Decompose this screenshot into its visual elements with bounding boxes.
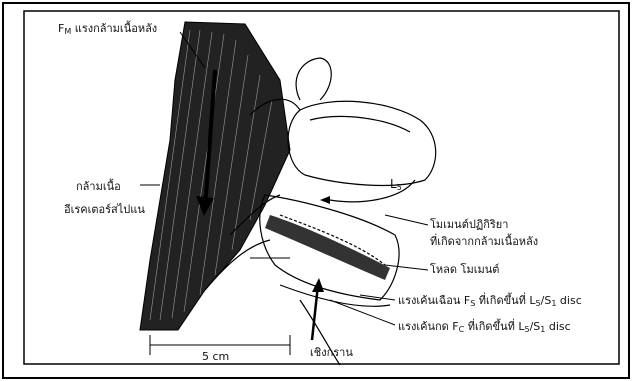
- erector-spinae-label-line1: กล้ามเนื้อ: [76, 180, 121, 193]
- l5-label: L5: [390, 178, 402, 194]
- erector-spinae-label-line2: อีเรคเตอร์สไปแน: [64, 203, 145, 216]
- distance-label: 5 cm: [202, 350, 229, 363]
- compression-force-label: แรงเค้นกด FC ที่เกิดขึ้นที่ L5/S1 disc: [398, 320, 571, 336]
- reaction-moment-label-line1: โมเมนต์ปฏิกิริยา: [430, 218, 508, 231]
- pelvis-label: เชิงกราน: [310, 346, 353, 359]
- shear-force-label: แรงเค้นเฉือน FS ที่เกิดขึ้นที่ L5/S1 dis…: [398, 294, 582, 310]
- load-moment-label: โหลด โมเมนต์: [430, 263, 499, 276]
- reaction-moment-label-line2: ที่เกิดจากกล้ามเนื้อหลัง: [430, 235, 538, 248]
- muscle-force-label: FM แรงกล้ามเนื้อหลัง: [58, 22, 157, 38]
